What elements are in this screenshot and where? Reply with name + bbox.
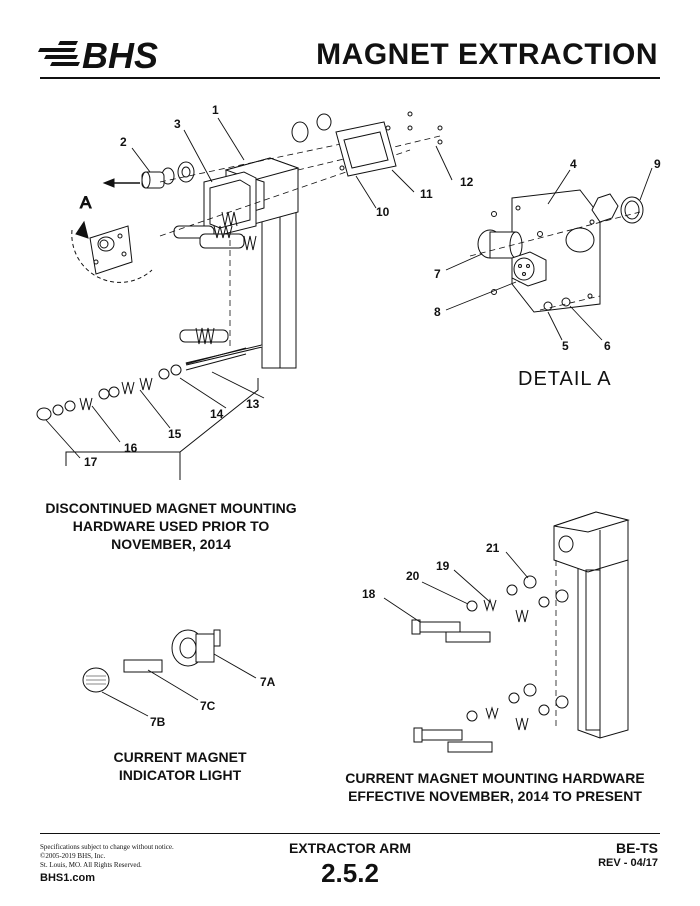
caption-line: NOVEMBER, 2014 (111, 536, 231, 552)
caption-line: CURRENT MAGNET MOUNTING HARDWARE (345, 770, 645, 786)
connector-8 (511, 251, 547, 287)
part-label-3: 3 (174, 117, 181, 131)
part-label-7: 7 (434, 267, 441, 281)
part-label-12: 12 (460, 175, 474, 189)
caption-line: HARDWARE USED PRIOR TO (72, 518, 270, 534)
current-bolt-row-2 (413, 683, 569, 753)
spring-cluster-upper (173, 211, 257, 251)
current-bolt-row-1 (411, 575, 569, 643)
caption-line: EFFECTIVE NOVEMBER, 2014 TO PRESENT (348, 788, 642, 804)
detail-marker: A (80, 193, 92, 212)
revision: REV - 04/17 (598, 857, 658, 869)
fine-print-line: Specifications subject to change without… (40, 843, 174, 851)
part-label-1: 1 (212, 103, 219, 117)
exploded-parts-diagram: A (36, 103, 661, 753)
part-label-17: 17 (84, 455, 98, 469)
caption-line: CURRENT MAGNET (113, 749, 247, 765)
part-label-11: 11 (420, 187, 433, 201)
part-label-9: 9 (654, 157, 661, 171)
fine-print-line: St. Louis, MO. All Rights Reserved. (40, 861, 142, 869)
part-label-19: 19 (436, 559, 450, 573)
caption-line: INDICATOR LIGHT (118, 767, 242, 783)
detail-a-plate (511, 189, 601, 313)
logo-text: BHS (82, 35, 158, 76)
page-title: MAGNET EXTRACTION (316, 38, 658, 71)
part-label-14: 14 (210, 407, 224, 421)
part-label-7c: 7C (200, 699, 216, 713)
indicator-light-assembly (82, 629, 221, 693)
part-label-10: 10 (376, 205, 390, 219)
indicator-lamp-7 (477, 229, 523, 259)
part-label-16: 16 (124, 441, 138, 455)
fine-print: Specifications subject to change without… (40, 843, 174, 870)
gasket-plate (335, 121, 397, 177)
part-label-8: 8 (434, 305, 441, 319)
part-label-18: 18 (362, 587, 376, 601)
part-label-15: 15 (168, 427, 182, 441)
part-label-2: 2 (120, 135, 127, 149)
document-id: BE-TS (616, 840, 658, 856)
fine-print-line: ©2005-2019 BHS, Inc. (40, 852, 106, 860)
footer-divider (40, 833, 660, 834)
detail-a-title: DETAIL A (518, 368, 612, 390)
website-link[interactable]: BHS1.com (40, 872, 96, 884)
header-divider (40, 77, 660, 79)
caption-line: DISCONTINUED MAGNET MOUNTING (45, 500, 297, 516)
current-arm-body (553, 511, 630, 739)
part-label-7b: 7B (150, 715, 166, 729)
part-label-13: 13 (246, 397, 260, 411)
caption-indicator-light: CURRENT MAGNET INDICATOR LIGHT (90, 748, 270, 784)
caption-current-hardware: CURRENT MAGNET MOUNTING HARDWARE EFFECTI… (336, 769, 654, 805)
part-label-5: 5 (562, 339, 569, 353)
discontinued-hardware-row (36, 347, 247, 421)
part-label-21: 21 (486, 541, 500, 555)
bhs-logo: BHS (38, 35, 158, 76)
page-number: 2.5.2 (321, 858, 379, 888)
caption-discontinued: DISCONTINUED MAGNET MOUNTING HARDWARE US… (30, 499, 312, 553)
section-title: EXTRACTOR ARM (288, 840, 412, 856)
part-label-20: 20 (406, 569, 420, 583)
part-label-7a: 7A (260, 675, 276, 689)
part-label-6: 6 (604, 339, 611, 353)
indicator-body (141, 171, 165, 189)
part-label-4: 4 (570, 157, 577, 171)
spring-cluster-lower (179, 327, 263, 366)
